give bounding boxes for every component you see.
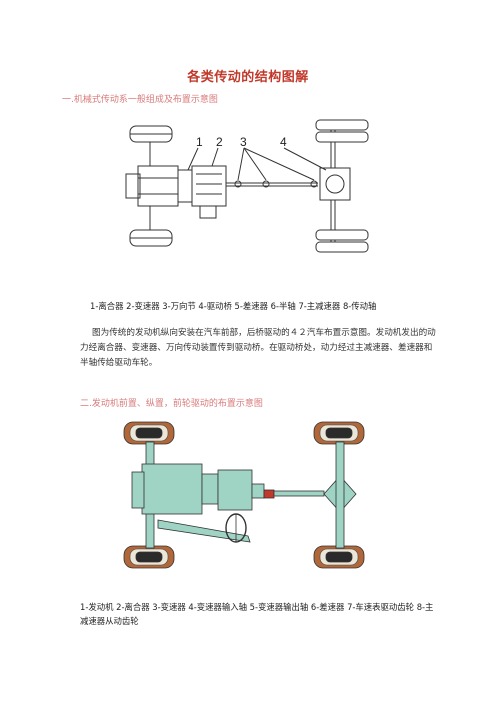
- section-heading-1: 一.机械式传动系一般组成及布置示意图: [62, 95, 218, 105]
- fig1-label-4: 4: [280, 135, 287, 149]
- section-heading-2: 二.发动机前置、纵置，前轮驱动的布置示意图: [80, 399, 263, 409]
- fig1-label-2: 2: [216, 135, 223, 149]
- fig1-label-3: 3: [240, 135, 247, 149]
- page-title: 各类传动的结构图解: [187, 70, 309, 85]
- drivetrain-diagram-1: 1 2 3 4: [125, 119, 369, 253]
- figure-caption-2: 1-发动机 2-离合器 3-变速器 4-变速器输入轴 5-变速器输出轴 6-差速…: [80, 602, 434, 626]
- drivetrain-diagram-2: [123, 421, 365, 569]
- body-paragraph: 图为传统的发动机纵向安装在汽车前部，后桥驱动的４２汽车布置示意图。发动机发出的动…: [80, 328, 436, 368]
- fig1-label-1: 1: [196, 135, 203, 149]
- figure-caption-1: 1-离合器 2-变速器 3-万向节 4-驱动桥 5-差速器 6-半轴 7-主减速…: [90, 301, 377, 311]
